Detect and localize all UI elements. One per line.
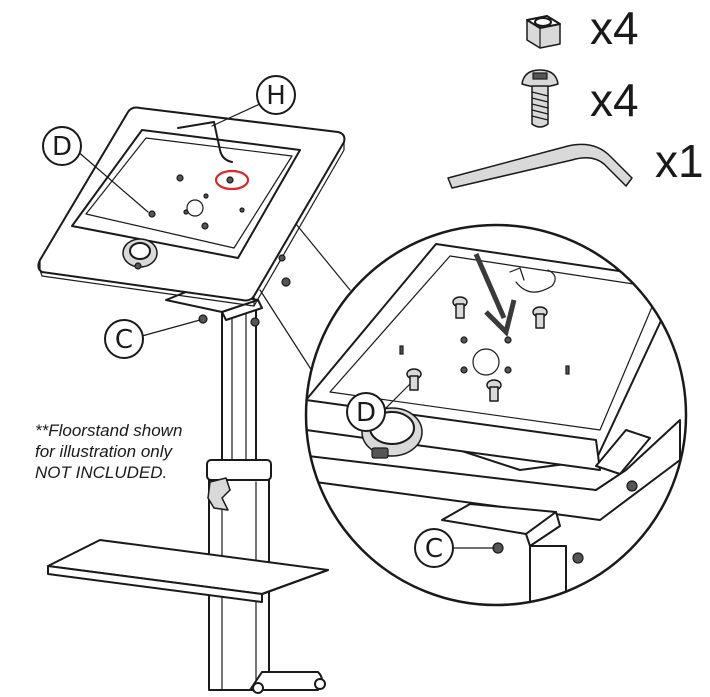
hex-nut-icon [526, 15, 561, 49]
highlight-ring [214, 169, 250, 191]
nut-quantity: x4 [590, 2, 639, 54]
star-knob [207, 477, 231, 511]
callout-d-main: D [42, 126, 82, 166]
hex-key-icon [447, 143, 633, 189]
callout-c-detail: C [414, 528, 454, 568]
svg-text:C: C [115, 325, 133, 355]
shelf [47, 539, 329, 603]
callout-h: H [256, 75, 296, 115]
zoom-leader-bottom [259, 289, 315, 375]
svg-text:D: D [356, 398, 376, 428]
note-line-1: **Floorstand shown [35, 421, 183, 440]
floorstand-base [249, 671, 326, 694]
note-line-2: for illustration only [35, 442, 173, 461]
svg-text:C: C [425, 534, 443, 564]
svg-text:D: D [52, 132, 72, 162]
button-head-screw-icon [521, 69, 559, 128]
side-screw-nut [278, 254, 291, 287]
note-line-3: NOT INCLUDED. [35, 463, 168, 482]
hex-key-quantity: x1 [655, 135, 704, 187]
callout-c-main: C [104, 319, 144, 359]
callout-d-detail: D [346, 392, 386, 432]
tablet-enclosure [37, 106, 346, 307]
floorstand-note: **Floorstand shown for illustration only… [35, 420, 182, 483]
svg-text:H: H [266, 81, 286, 111]
zoom-leader-top [295, 223, 351, 291]
detail-zoom [304, 223, 688, 607]
screw-quantity: x4 [590, 74, 639, 126]
